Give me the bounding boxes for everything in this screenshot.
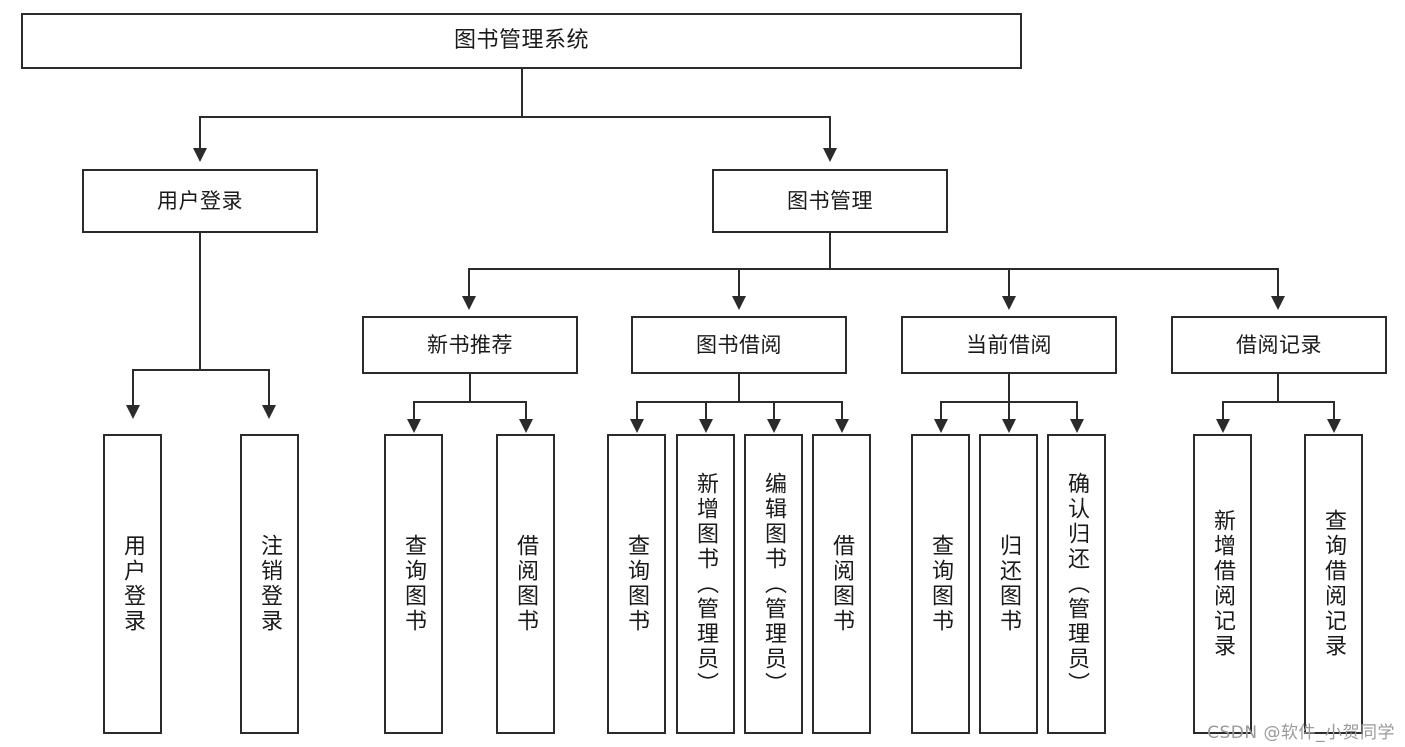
connector-drop-nb-borrow — [525, 401, 527, 421]
connector-level3-bus — [468, 268, 1279, 270]
node-label: 新增借阅记录 — [1210, 509, 1236, 659]
arrowhead-br-query — [1327, 419, 1341, 433]
arrowhead-bb-borrow — [835, 419, 849, 433]
connector-drop-bb-edit — [773, 401, 775, 421]
leaf-bb-query-book[interactable]: 查询图书 — [607, 434, 666, 734]
node-label: 用户登录 — [157, 188, 243, 213]
node-current-borrow[interactable]: 当前借阅 — [901, 316, 1117, 374]
connector-drop-book-borrow — [738, 268, 740, 298]
leaf-cb-confirm-return[interactable]: 确认归还（管理员） — [1047, 434, 1106, 734]
node-label: 新书推荐 — [427, 332, 513, 357]
node-label: 当前借阅 — [966, 332, 1052, 357]
node-root-system[interactable]: 图书管理系统 — [21, 13, 1022, 69]
arrowhead-book-manage — [823, 148, 837, 162]
connector-drop-leaf-logout — [268, 369, 270, 407]
connector-drop-borrow-record — [1277, 268, 1279, 298]
node-label: 借阅记录 — [1236, 332, 1322, 357]
connector-book-borrow-bus — [636, 401, 842, 403]
connector-drop-cb-return — [1008, 401, 1010, 421]
connector-drop-nb-query — [413, 401, 415, 421]
connector-drop-bb-query — [636, 401, 638, 421]
connector-book-borrow-stem — [738, 374, 740, 402]
node-label: 编辑图书（管理员） — [761, 471, 787, 697]
leaf-bb-add-book[interactable]: 新增图书（管理员） — [676, 434, 735, 734]
node-label: 图书管理 — [787, 188, 873, 213]
leaf-user-login[interactable]: 用户登录 — [103, 434, 162, 734]
leaf-cb-query-book[interactable]: 查询图书 — [911, 434, 970, 734]
node-label: 用户登录 — [120, 534, 146, 634]
connector-drop-cb-query — [940, 401, 942, 421]
arrowhead-current-borrow — [1002, 296, 1016, 310]
node-label: 图书借阅 — [696, 332, 782, 357]
leaf-nb-borrow-book[interactable]: 借阅图书 — [496, 434, 555, 734]
node-label: 查询图书 — [624, 534, 650, 634]
leaf-bb-borrow-book[interactable]: 借阅图书 — [812, 434, 871, 734]
watermark-text: CSDN @软件_小贺同学 — [1207, 723, 1395, 743]
arrowhead-nb-query — [407, 419, 421, 433]
arrowhead-bb-add — [699, 419, 713, 433]
connector-drop-bb-borrow — [841, 401, 843, 421]
connector-drop-cb-confirm — [1076, 401, 1078, 421]
arrowhead-br-add — [1216, 419, 1230, 433]
arrowhead-cb-return — [1002, 419, 1016, 433]
connector-drop-leaf-user-login — [132, 369, 134, 407]
node-user-login[interactable]: 用户登录 — [82, 169, 318, 233]
node-label: 图书管理系统 — [453, 28, 589, 54]
connector-level2-bus — [199, 116, 831, 118]
connector-drop-bb-add — [705, 401, 707, 421]
arrowhead-cb-query — [934, 419, 948, 433]
connector-drop-br-query — [1333, 401, 1335, 421]
arrowhead-new-book — [462, 296, 476, 310]
arrowhead-cb-confirm — [1070, 419, 1084, 433]
node-book-management[interactable]: 图书管理 — [712, 169, 948, 233]
arrowhead-leaf-user-login — [126, 405, 140, 419]
connector-drop-book-manage — [829, 116, 831, 150]
connector-root-stem — [521, 69, 523, 117]
leaf-cb-return-book[interactable]: 归还图书 — [979, 434, 1038, 734]
connector-borrow-record-stem — [1277, 374, 1279, 402]
arrowhead-bb-query — [630, 419, 644, 433]
arrowhead-leaf-logout — [262, 405, 276, 419]
connector-drop-user-login — [199, 116, 201, 150]
node-borrow-record[interactable]: 借阅记录 — [1171, 316, 1387, 374]
node-new-book-recommend[interactable]: 新书推荐 — [362, 316, 578, 374]
connector-new-book-bus — [413, 401, 527, 403]
node-label: 确认归还（管理员） — [1064, 471, 1090, 697]
node-label: 查询借阅记录 — [1321, 509, 1347, 659]
connector-drop-br-add — [1222, 401, 1224, 421]
arrowhead-user-login — [193, 148, 207, 162]
leaf-nb-query-book[interactable]: 查询图书 — [384, 434, 443, 734]
node-label: 查询图书 — [928, 534, 954, 634]
arrowhead-bb-edit — [767, 419, 781, 433]
connector-user-login-bus — [132, 369, 268, 371]
node-label: 借阅图书 — [513, 534, 539, 634]
node-label: 新增图书（管理员） — [693, 471, 719, 697]
connector-drop-current-borrow — [1008, 268, 1010, 298]
node-label: 归还图书 — [996, 534, 1022, 634]
leaf-br-query-record[interactable]: 查询借阅记录 — [1304, 434, 1363, 734]
node-label: 借阅图书 — [829, 534, 855, 634]
arrowhead-borrow-record — [1271, 296, 1285, 310]
connector-borrow-record-bus — [1222, 401, 1335, 403]
node-book-borrow[interactable]: 图书借阅 — [631, 316, 847, 374]
connector-user-login-stem — [199, 233, 201, 370]
arrowhead-nb-borrow — [519, 419, 533, 433]
leaf-br-add-record[interactable]: 新增借阅记录 — [1193, 434, 1252, 734]
connector-new-book-stem — [469, 374, 471, 402]
node-label: 注销登录 — [257, 534, 283, 634]
connector-current-borrow-stem — [1008, 374, 1010, 402]
arrowhead-book-borrow — [732, 296, 746, 310]
connector-drop-new-book — [468, 268, 470, 298]
connector-book-manage-stem — [829, 233, 831, 269]
leaf-bb-edit-book[interactable]: 编辑图书（管理员） — [744, 434, 803, 734]
leaf-logout[interactable]: 注销登录 — [240, 434, 299, 734]
node-label: 查询图书 — [401, 534, 427, 634]
